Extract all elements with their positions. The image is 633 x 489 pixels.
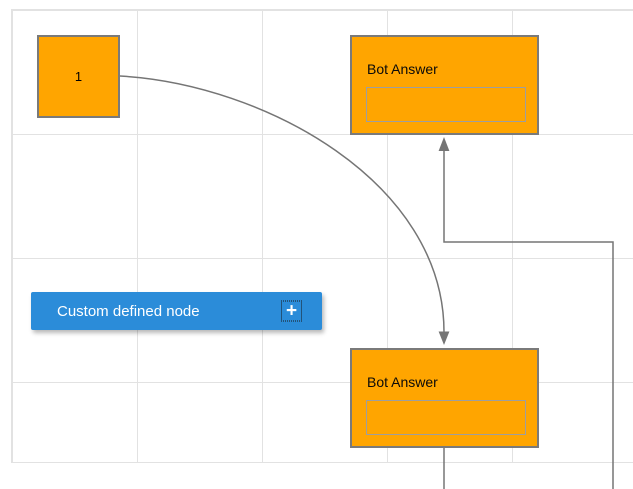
bot-answer-node-bottom[interactable]: Bot Answer	[350, 348, 539, 448]
custom-defined-node[interactable]: Custom defined node +	[31, 292, 322, 330]
start-node-label: 1	[74, 69, 83, 84]
custom-node-label: Custom defined node	[57, 302, 200, 320]
answer-input-box[interactable]	[366, 400, 526, 435]
bot-answer-title: Bot Answer	[367, 374, 438, 390]
answer-input-box[interactable]	[366, 87, 526, 122]
plus-icon: +	[285, 300, 298, 322]
add-plus-button[interactable]: +	[281, 300, 302, 322]
bot-answer-node-top[interactable]: Bot Answer	[350, 35, 539, 135]
bot-answer-title: Bot Answer	[367, 61, 438, 77]
start-node[interactable]: 1	[37, 35, 120, 118]
